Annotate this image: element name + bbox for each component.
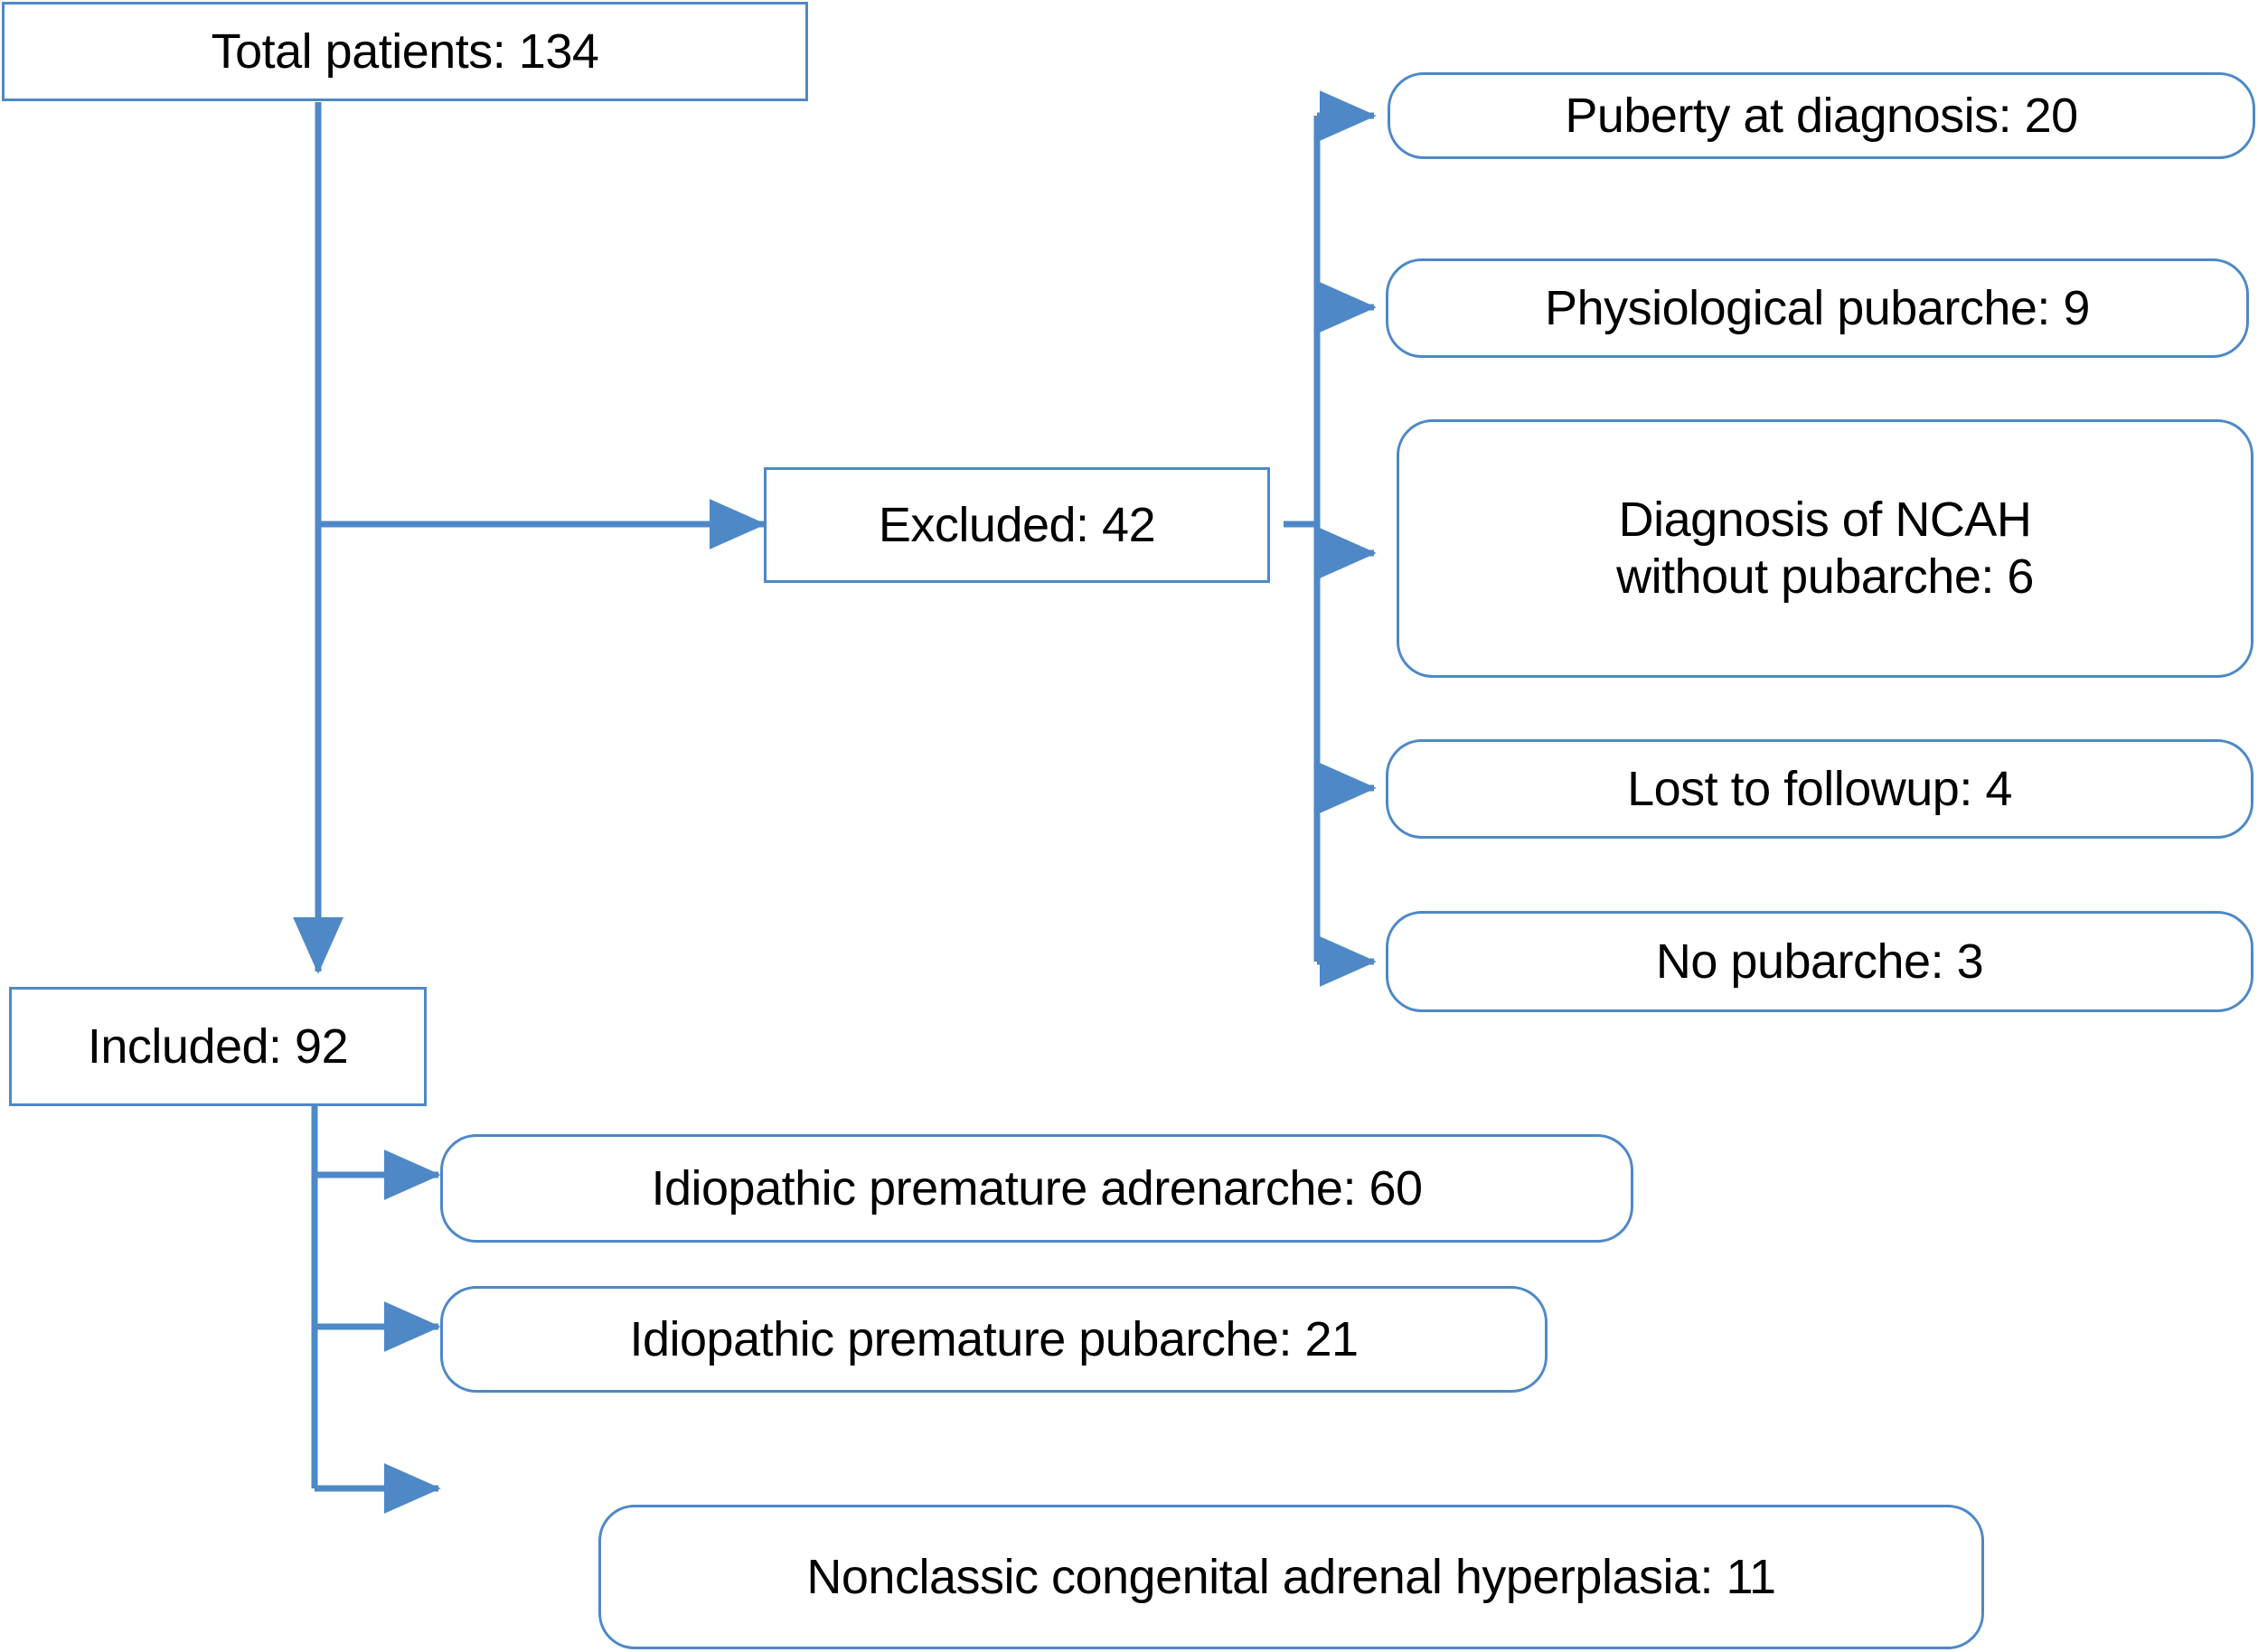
node-excluded: Excluded: 42 bbox=[764, 467, 1270, 583]
node-nonclassic-congenital-adrenal-hyperplasia-label: Nonclassic congenital adrenal hyperplasi… bbox=[806, 1549, 1776, 1604]
node-idiopathic-premature-pubarche: Idiopathic premature pubarche: 21 bbox=[440, 1286, 1548, 1393]
node-total-patients-label: Total patients: 134 bbox=[211, 23, 599, 79]
node-included: Included: 92 bbox=[9, 987, 427, 1106]
node-idiopathic-premature-pubarche-label: Idiopathic premature pubarche: 21 bbox=[629, 1311, 1359, 1366]
node-no-pubarche: No pubarche: 3 bbox=[1386, 911, 2253, 1012]
node-no-pubarche-label: No pubarche: 3 bbox=[1655, 934, 1984, 989]
node-physiological-pubarche-label: Physiological pubarche: 9 bbox=[1545, 280, 2090, 335]
node-excluded-label: Excluded: 42 bbox=[878, 497, 1156, 552]
node-physiological-pubarche: Physiological pubarche: 9 bbox=[1386, 258, 2249, 358]
node-included-label: Included: 92 bbox=[87, 1018, 349, 1074]
node-lost-to-followup-label: Lost to followup: 4 bbox=[1627, 761, 2012, 816]
node-ncah-without-pubarche-label: Diagnosis of NCAH without pubarche: 6 bbox=[1607, 492, 2043, 605]
node-puberty-at-diagnosis-label: Puberty at diagnosis: 20 bbox=[1565, 88, 2078, 143]
node-ncah-without-pubarche-line2: without pubarche: 6 bbox=[1616, 549, 2034, 604]
node-ncah-without-pubarche: Diagnosis of NCAH without pubarche: 6 bbox=[1397, 419, 2253, 678]
node-lost-to-followup: Lost to followup: 4 bbox=[1386, 739, 2253, 839]
node-ncah-without-pubarche-line1: Diagnosis of NCAH bbox=[1618, 493, 2032, 548]
node-total-patients: Total patients: 134 bbox=[2, 2, 808, 101]
node-idiopathic-premature-adrenarche: Idiopathic premature adrenarche: 60 bbox=[440, 1134, 1633, 1243]
node-idiopathic-premature-adrenarche-label: Idiopathic premature adrenarche: 60 bbox=[651, 1160, 1423, 1216]
node-nonclassic-congenital-adrenal-hyperplasia: Nonclassic congenital adrenal hyperplasi… bbox=[598, 1505, 1984, 1649]
node-puberty-at-diagnosis: Puberty at diagnosis: 20 bbox=[1388, 72, 2255, 159]
